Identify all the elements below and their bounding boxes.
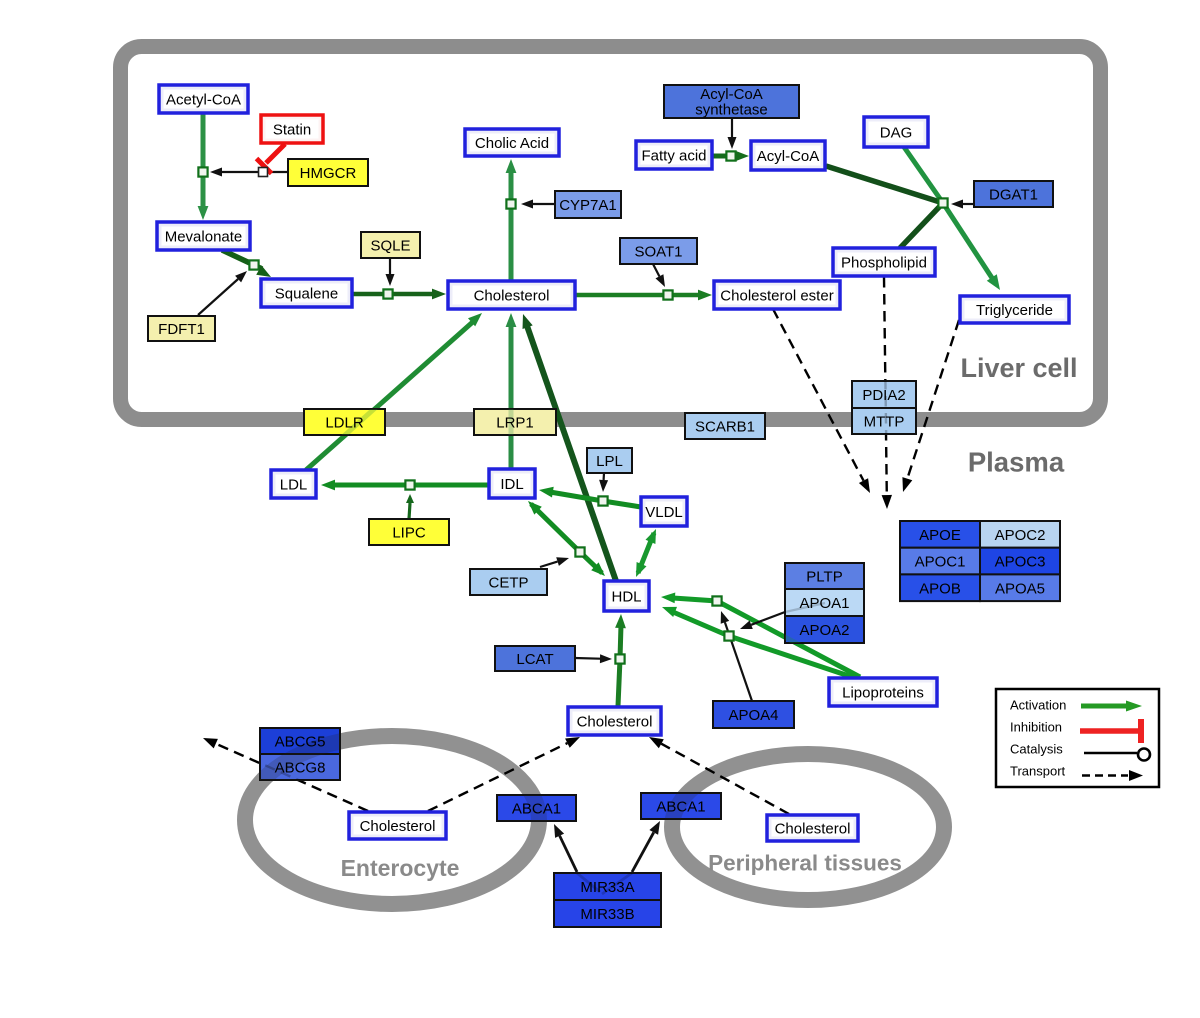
svg-text:Cholesterol: Cholesterol xyxy=(775,821,851,838)
svg-text:Triglyceride: Triglyceride xyxy=(976,302,1053,319)
svg-text:Inhibition: Inhibition xyxy=(1010,720,1062,735)
svg-text:LRP1: LRP1 xyxy=(496,415,534,432)
svg-text:Cholic Acid: Cholic Acid xyxy=(475,135,549,152)
svg-text:ABCA1: ABCA1 xyxy=(656,799,705,816)
svg-text:APOA2: APOA2 xyxy=(799,622,849,639)
svg-text:MTTP: MTTP xyxy=(864,414,905,431)
svg-text:Cholesterol: Cholesterol xyxy=(577,714,653,731)
svg-text:LCAT: LCAT xyxy=(516,651,553,668)
svg-text:Acyl-CoA: Acyl-CoA xyxy=(757,148,820,165)
svg-text:LPL: LPL xyxy=(596,453,623,470)
svg-text:IDL: IDL xyxy=(500,476,523,493)
svg-text:Activation: Activation xyxy=(1010,698,1066,713)
svg-text:Fatty acid: Fatty acid xyxy=(641,148,706,165)
svg-text:Acyl-CoA: Acyl-CoA xyxy=(700,86,763,103)
svg-text:SQLE: SQLE xyxy=(370,238,410,255)
svg-text:Cholesterol: Cholesterol xyxy=(474,288,550,305)
svg-text:APOC2: APOC2 xyxy=(995,527,1046,544)
svg-text:synthetase: synthetase xyxy=(695,102,768,119)
svg-text:HDL: HDL xyxy=(611,589,641,606)
svg-text:Plasma: Plasma xyxy=(968,447,1065,478)
svg-text:PDIA2: PDIA2 xyxy=(862,387,905,404)
svg-text:Phospholipid: Phospholipid xyxy=(841,255,927,272)
svg-text:APOA4: APOA4 xyxy=(728,707,778,724)
svg-text:APOB: APOB xyxy=(919,580,961,597)
svg-text:PLTP: PLTP xyxy=(806,569,842,586)
svg-text:APOE: APOE xyxy=(919,527,961,544)
svg-text:Peripheral tissues: Peripheral tissues xyxy=(708,851,902,876)
svg-text:ABCG5: ABCG5 xyxy=(275,734,326,751)
svg-text:CETP: CETP xyxy=(488,575,528,592)
svg-text:Liver cell: Liver cell xyxy=(960,353,1077,383)
svg-text:Lipoproteins: Lipoproteins xyxy=(842,685,924,702)
svg-text:APOC3: APOC3 xyxy=(995,554,1046,571)
svg-text:VLDL: VLDL xyxy=(645,504,683,521)
svg-text:Cholesterol: Cholesterol xyxy=(360,818,436,835)
svg-text:Acetyl-CoA: Acetyl-CoA xyxy=(166,92,241,109)
svg-text:Transport: Transport xyxy=(1010,764,1066,779)
svg-text:MIR33B: MIR33B xyxy=(580,906,634,923)
svg-text:MIR33A: MIR33A xyxy=(580,879,634,896)
svg-text:LDL: LDL xyxy=(280,477,308,494)
svg-text:ABCG8: ABCG8 xyxy=(275,760,326,777)
svg-text:Enterocyte: Enterocyte xyxy=(341,855,460,881)
svg-text:DAG: DAG xyxy=(880,125,913,142)
svg-text:Cholesterol ester: Cholesterol ester xyxy=(720,288,833,305)
svg-text:CYP7A1: CYP7A1 xyxy=(559,197,617,214)
svg-text:SOAT1: SOAT1 xyxy=(634,244,682,261)
svg-text:LDLR: LDLR xyxy=(325,415,364,432)
svg-text:Mevalonate: Mevalonate xyxy=(165,229,243,246)
svg-text:Statin: Statin xyxy=(273,122,311,139)
svg-text:HMGCR: HMGCR xyxy=(300,165,357,182)
svg-text:Catalysis: Catalysis xyxy=(1010,742,1063,757)
svg-text:ABCA1: ABCA1 xyxy=(512,801,561,818)
svg-text:DGAT1: DGAT1 xyxy=(989,187,1038,204)
svg-text:APOA5: APOA5 xyxy=(995,580,1045,597)
svg-text:SCARB1: SCARB1 xyxy=(695,419,755,436)
svg-text:FDFT1: FDFT1 xyxy=(158,321,205,338)
svg-text:Squalene: Squalene xyxy=(275,286,338,303)
svg-text:LIPC: LIPC xyxy=(392,525,426,542)
svg-text:APOA1: APOA1 xyxy=(799,595,849,612)
svg-text:APOC1: APOC1 xyxy=(915,554,966,571)
